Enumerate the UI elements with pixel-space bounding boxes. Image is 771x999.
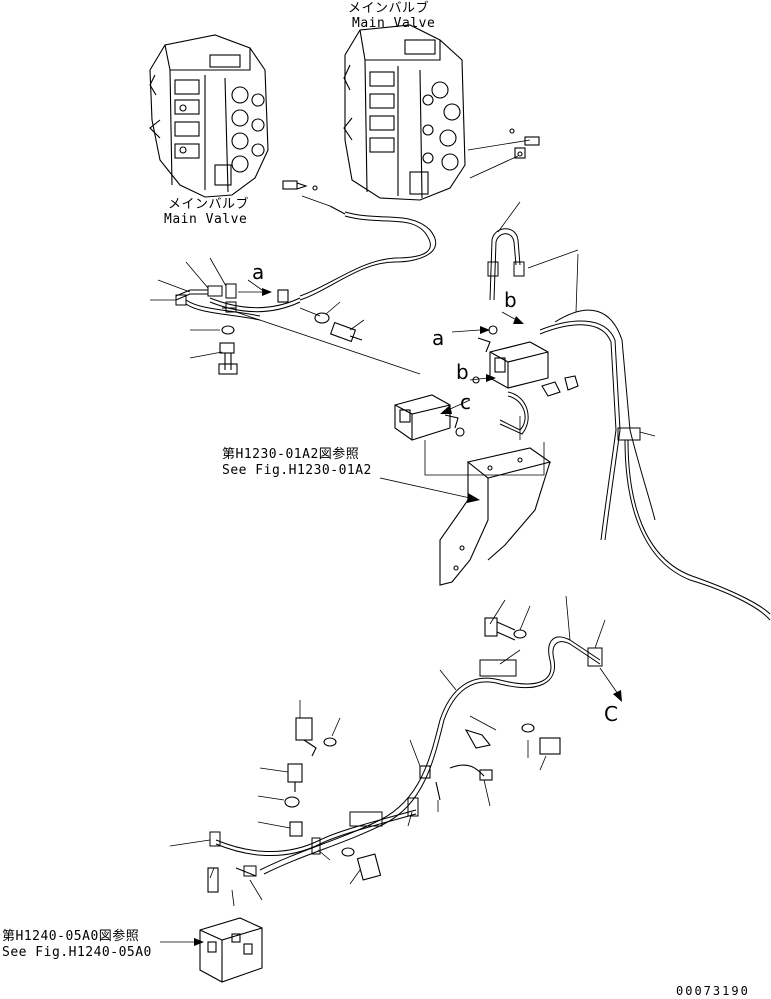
- connection-letter-c-bottom: C: [604, 702, 618, 726]
- center-solenoid-valves: [394, 325, 579, 441]
- main-valve-right: [343, 24, 466, 201]
- bottom-valve-block: [199, 917, 263, 983]
- drawing-number: 00073190: [676, 984, 750, 998]
- see-fig-1-ja: 第H1230-01A2図参照: [222, 447, 360, 462]
- direction-arrows: [160, 288, 622, 946]
- main-valve-top-en: Main Valve: [352, 16, 436, 31]
- left-cluster-parts: [218, 289, 363, 375]
- connection-letter-b-top: b: [504, 288, 517, 312]
- main-valve-left: [149, 34, 269, 198]
- connection-letter-b-mid: b: [456, 360, 469, 384]
- connection-letter-a-top: a: [252, 260, 265, 284]
- mounting-bracket: [439, 447, 552, 586]
- main-valve-top-ja: メインバルブ: [348, 1, 430, 16]
- connection-letter-c-mid: c: [460, 390, 471, 414]
- see-fig-2-en: See Fig.H1240-05A0: [2, 945, 152, 960]
- valve-fittings: [282, 128, 540, 191]
- main-valve-left-ja: メインバルブ: [168, 197, 250, 212]
- see-fig-1-en: See Fig.H1230-01A2: [222, 463, 372, 478]
- main-valve-left-en: Main Valve: [164, 212, 248, 227]
- right-hose-bundle: [487, 228, 771, 621]
- see-fig-2-ja: 第H1240-05A0図参照: [2, 929, 140, 944]
- leader-lines: [150, 139, 656, 907]
- lower-fasteners: [207, 617, 561, 893]
- lower-hoses: [209, 636, 603, 877]
- connection-letter-a-mid: a: [432, 326, 445, 350]
